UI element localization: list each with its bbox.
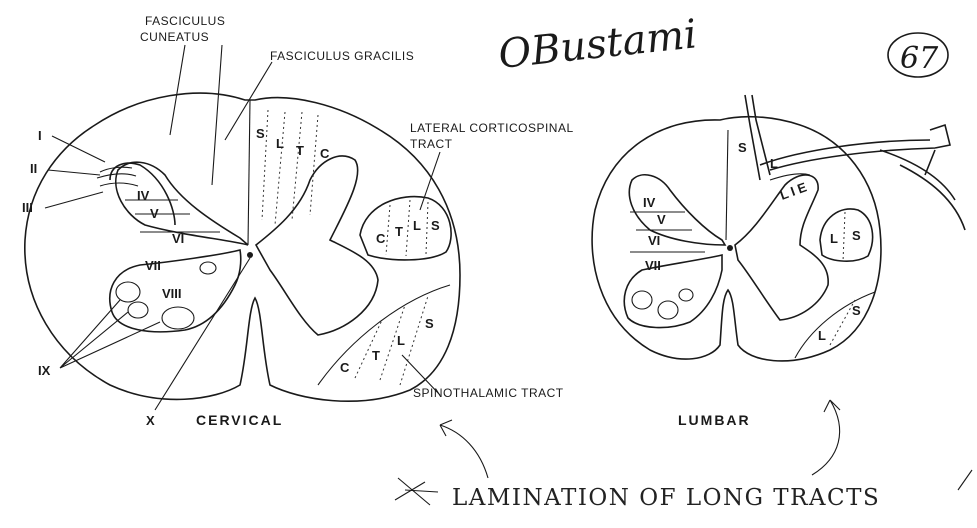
cervical-grey-matter-right (256, 156, 378, 335)
lumbar-lamina-VII: VII (645, 258, 661, 273)
lateral-corticospinal-label-1: LATERAL CORTICOSPINAL (410, 121, 574, 135)
cervical-dc-S: S (256, 126, 265, 141)
lumbar-dc-S: S (738, 140, 747, 155)
cervical-lamina-VIII: VIII (162, 286, 182, 301)
cervical-lamina-V: V (150, 206, 159, 221)
cervical-lamina-IX: IX (38, 363, 51, 378)
cervical-lamina-I: I (38, 128, 42, 143)
lumbar-tract-marks: L I E (778, 179, 809, 203)
cervical-cord-section (25, 93, 460, 401)
cervical-stt-T: T (372, 348, 380, 363)
header-annotations: OBustami 67 (496, 11, 948, 78)
lumbar-lateral-corticospinal-area (820, 209, 873, 261)
spinothalamic-label: SPINOTHALAMIC TRACT (413, 386, 564, 400)
cervical-cst-S: S (431, 218, 440, 233)
page-number: 67 (900, 41, 939, 76)
cervical-dc-L: L (276, 136, 284, 151)
figure-title: LAMINATION OF LONG TRACTS (452, 485, 880, 511)
lumbar-lamina-V: V (657, 212, 666, 227)
arrow-to-lumbar-icon (812, 400, 840, 475)
signature: OBustami (496, 11, 699, 78)
cervical-lamina-III: III (22, 200, 33, 215)
cervical-lamina-VII: VII (145, 258, 161, 273)
lateral-corticospinal-label-2: TRACT (410, 137, 453, 151)
cervical-stt-S: S (425, 316, 434, 331)
lumbar-lamina-IV: IV (643, 195, 656, 210)
lumbar-central-canal (727, 245, 733, 251)
cervical-caption: CERVICAL (196, 412, 283, 428)
cervical-lamina-II: II (30, 161, 37, 176)
cervical-spinothalamic-area (318, 285, 450, 385)
lumbar-caption: LUMBAR (678, 412, 751, 428)
fasciculus-cuneatus-label-2: CUNEATUS (140, 30, 209, 44)
cervical-lamina-VI: VI (172, 231, 184, 246)
fasciculus-cuneatus-label-1: FASCICULUS (145, 14, 225, 28)
lumbar-lamina-VI: VI (648, 233, 660, 248)
lumbar-cst-S: S (852, 228, 861, 243)
cervical-dc-T: T (296, 143, 304, 158)
lumbar-stt-S: S (852, 303, 861, 318)
cervical-stt-C: C (340, 360, 350, 375)
fasciculus-gracilis-label: FASCICULUS GRACILIS (270, 49, 414, 63)
lumbar-cst-L: L (830, 231, 838, 246)
cervical-cst-L: L (413, 218, 421, 233)
cervical-cord-outline (25, 93, 460, 401)
cervical-dc-C: C (320, 146, 330, 161)
arrow-to-cervical-icon (440, 420, 488, 478)
cervical-central-canal (247, 252, 253, 258)
cervical-dorsal-septum (248, 100, 250, 245)
cervical-lamina-IV: IV (137, 188, 150, 203)
lumbar-cord-section (592, 95, 965, 361)
cervical-stt-L: L (397, 333, 405, 348)
lumbar-dc-L: L (770, 156, 778, 171)
scribble-icon (395, 478, 438, 505)
cervical-cst-C: C (376, 231, 386, 246)
lumbar-stt-L: L (818, 328, 826, 343)
cervical-lamina-X: X (146, 413, 155, 428)
cervical-cst-T: T (395, 224, 403, 239)
